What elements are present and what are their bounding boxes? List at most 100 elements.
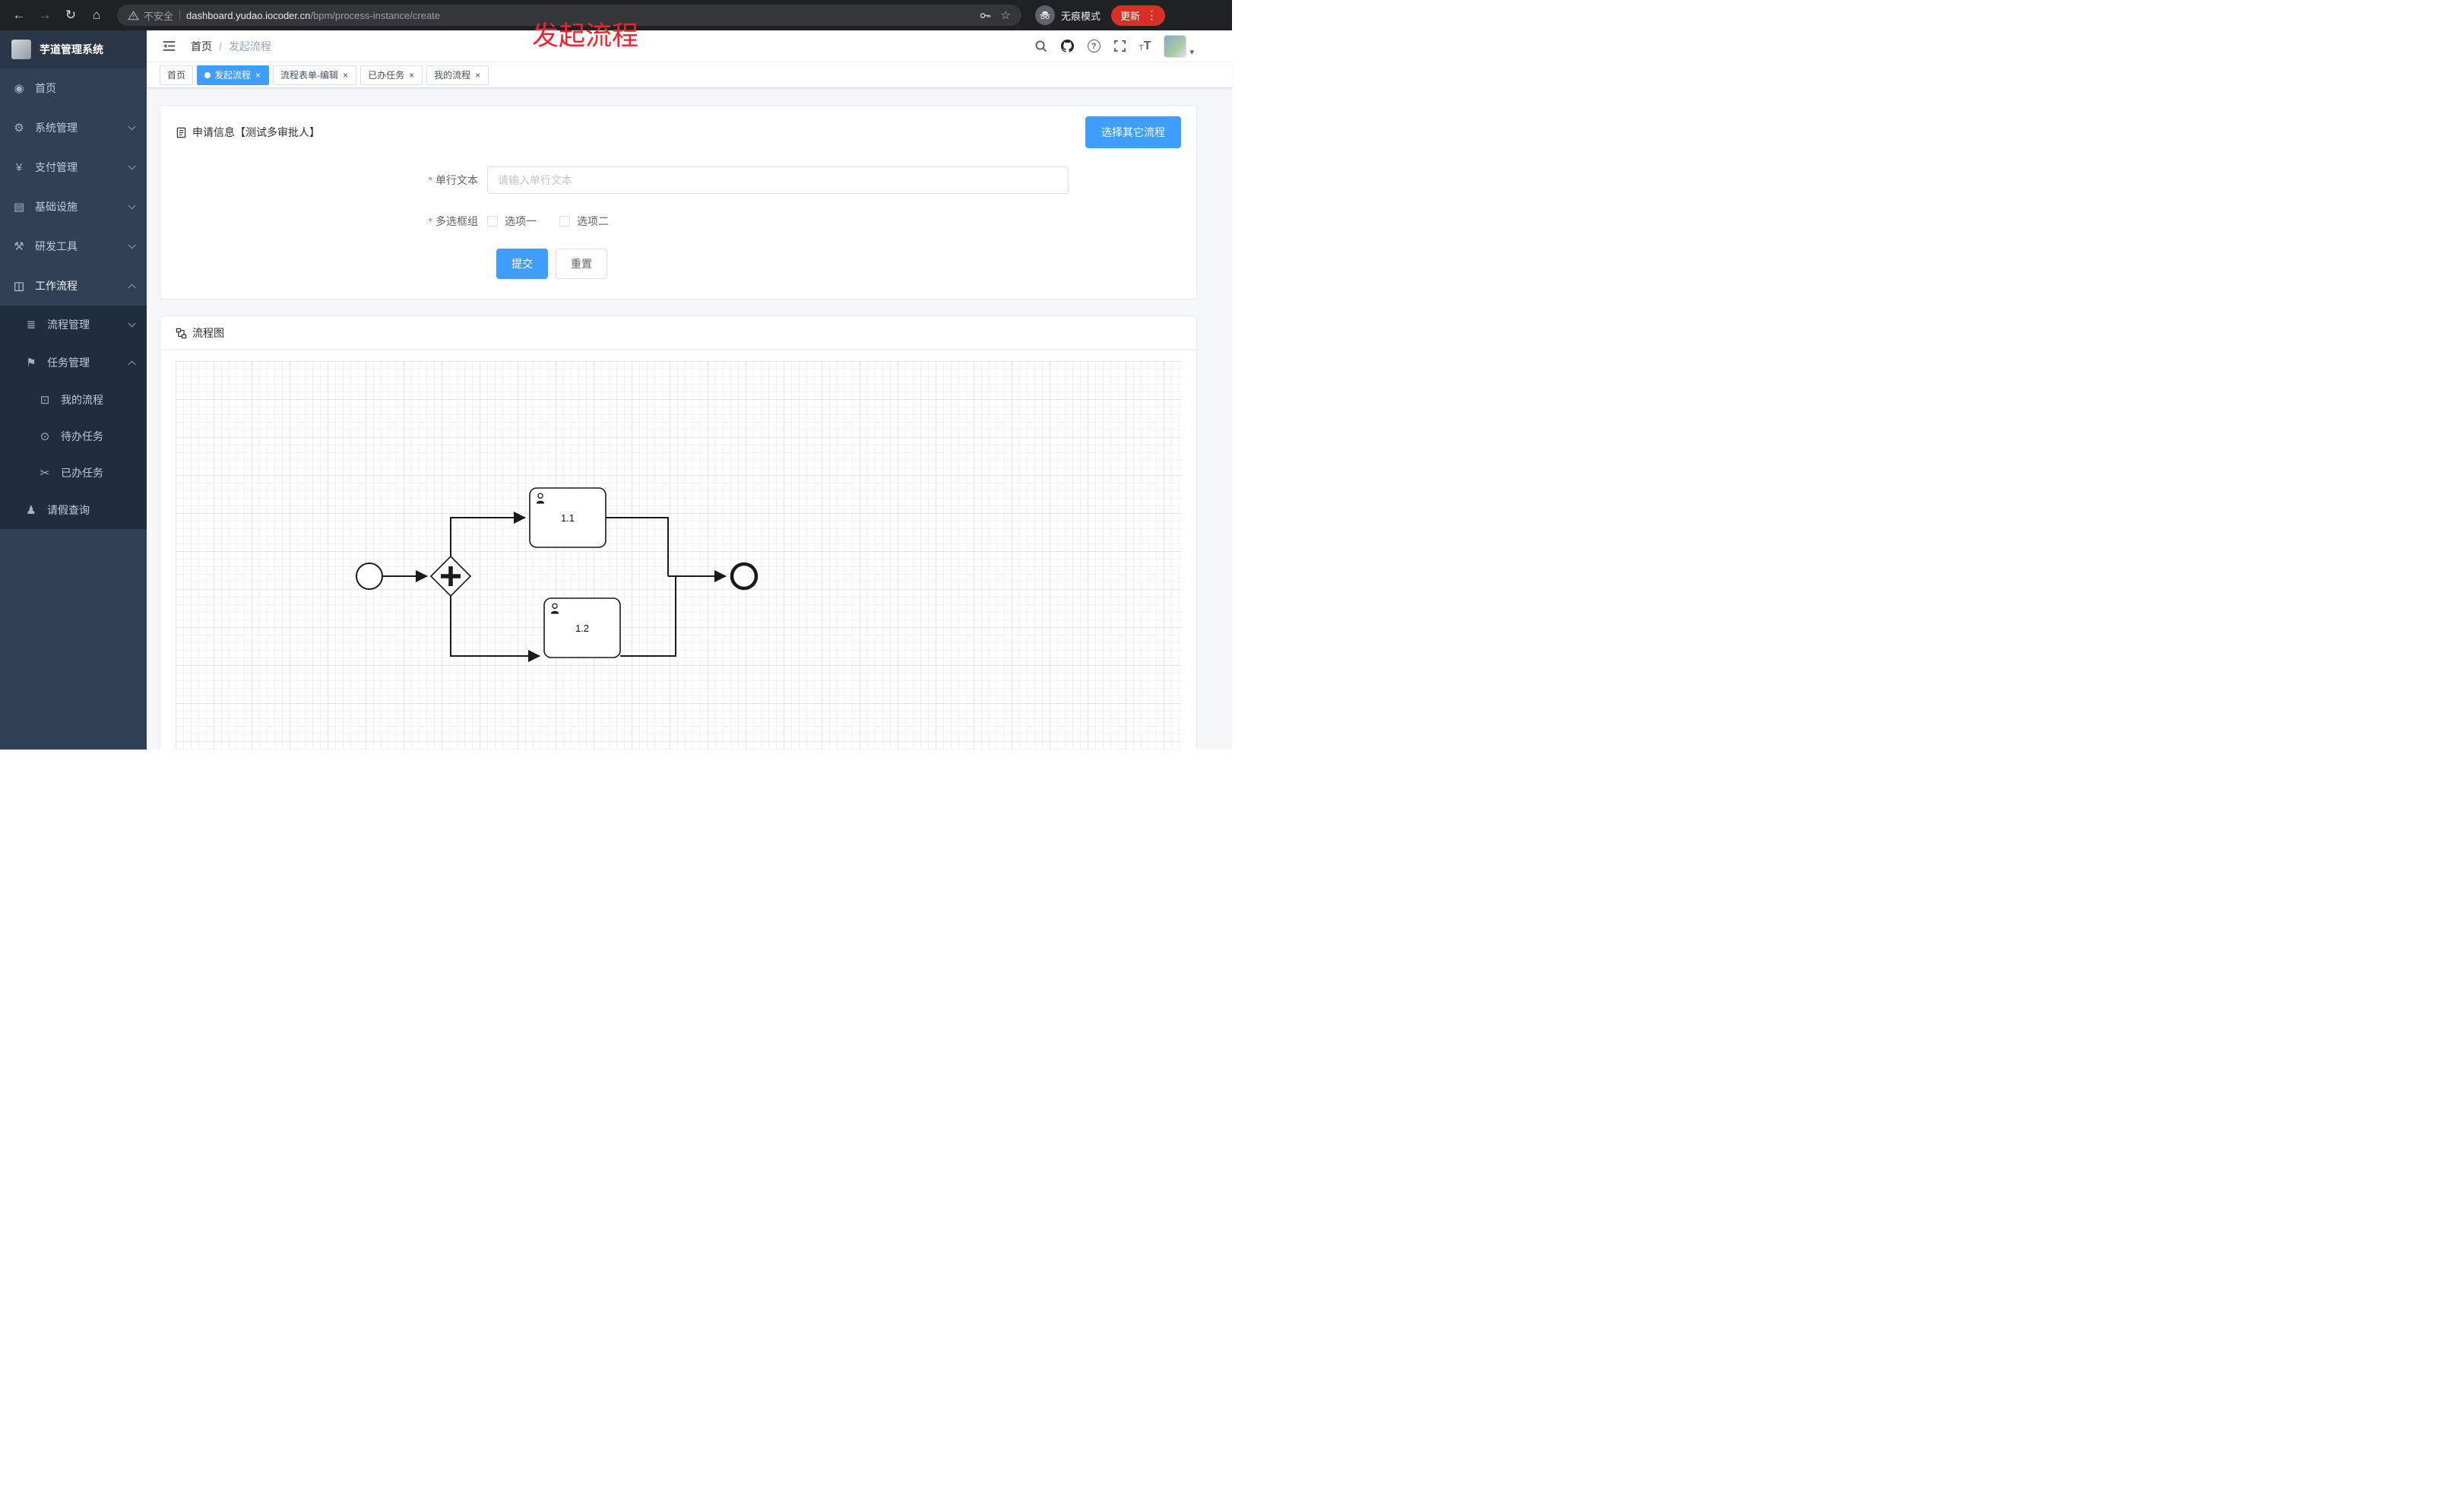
browser-update-button[interactable]: 更新 ⋮ bbox=[1111, 5, 1166, 26]
browser-forward-button[interactable]: → bbox=[38, 8, 52, 22]
bpmn-start-event[interactable] bbox=[356, 563, 383, 590]
close-icon[interactable]: × bbox=[475, 69, 481, 81]
tab-process-form-edit[interactable]: 流程表单-编辑 × bbox=[273, 65, 357, 85]
tab-my-process[interactable]: 我的流程 × bbox=[426, 65, 489, 85]
bpmn-user-task-1[interactable]: 1.1 bbox=[529, 487, 606, 548]
bookmark-star-icon[interactable]: ☆ bbox=[1000, 9, 1011, 22]
sidebar-item-infrastructure[interactable]: ▤ 基础设施 bbox=[0, 187, 147, 227]
checkbox-option-1[interactable]: 选项一 bbox=[487, 214, 537, 229]
close-icon[interactable]: × bbox=[255, 69, 261, 81]
help-icon[interactable]: ? bbox=[1087, 40, 1101, 52]
sidebar-item-label: 基础设施 bbox=[35, 201, 78, 213]
browser-menu-icon[interactable]: ⋮ bbox=[1146, 9, 1158, 22]
gear-icon: ⚙ bbox=[14, 122, 24, 135]
close-icon[interactable]: × bbox=[409, 69, 415, 81]
incognito-label: 无痕模式 bbox=[1061, 10, 1101, 22]
search-icon[interactable] bbox=[1034, 40, 1047, 52]
browser-back-button[interactable]: ← bbox=[12, 8, 26, 22]
workflow-icon: ◫ bbox=[13, 280, 25, 293]
chevron-down-icon bbox=[128, 162, 136, 170]
bpmn-parallel-gateway[interactable] bbox=[429, 555, 472, 597]
sidebar-item-label: 已办任务 bbox=[61, 467, 103, 479]
task-flag-icon: ⚑ bbox=[26, 357, 36, 369]
single-text-input[interactable] bbox=[487, 166, 1069, 194]
field-label-text: 单行文本 bbox=[435, 174, 478, 186]
sidebar-logo[interactable]: 芋道管理系统 bbox=[0, 30, 147, 68]
sidebar-item-todo-tasks[interactable]: ⊙ 待办任务 bbox=[0, 418, 147, 455]
tab-label: 已办任务 bbox=[368, 70, 405, 81]
submit-button[interactable]: 提交 bbox=[496, 249, 548, 279]
tab-initiate-process[interactable]: 发起流程 × bbox=[197, 65, 270, 85]
caret-down-icon: ▾ bbox=[1189, 47, 1194, 57]
chevron-down-icon bbox=[128, 122, 136, 131]
key-icon[interactable] bbox=[979, 9, 992, 22]
checkbox-label[interactable]: 选项一 bbox=[505, 215, 537, 227]
sidebar-item-task-management[interactable]: ⚑ 任务管理 bbox=[0, 344, 147, 382]
task-label: 1.1 bbox=[561, 512, 575, 524]
sidebar-item-home[interactable]: ◉ 首页 bbox=[0, 68, 147, 108]
checkbox-box[interactable] bbox=[487, 216, 498, 227]
reset-button[interactable]: 重置 bbox=[556, 249, 607, 279]
url-text: dashboard.yudao.iocoder.cn/bpm/process-i… bbox=[186, 10, 973, 21]
infrastructure-icon: ▤ bbox=[13, 201, 25, 214]
browser-home-button[interactable]: ⌂ bbox=[92, 8, 101, 22]
checkbox-option-2[interactable]: 选项二 bbox=[559, 214, 609, 229]
tags-view: 首页 发起流程 × 流程表单-编辑 × 已办任务 × 我的流程 × bbox=[147, 62, 1232, 88]
sidebar-item-label: 流程管理 bbox=[47, 318, 90, 331]
security-status[interactable]: 不安全 bbox=[128, 8, 173, 23]
bpmn-diagram: 1.1 1.2 bbox=[356, 487, 759, 662]
bpmn-end-event[interactable] bbox=[730, 562, 759, 591]
checkbox-box[interactable] bbox=[559, 216, 570, 227]
choose-other-process-button[interactable]: 选择其它流程 bbox=[1085, 116, 1181, 148]
tools-icon: ⚒ bbox=[14, 240, 24, 253]
sidebar-item-my-process[interactable]: ⊡ 我的流程 bbox=[0, 382, 147, 418]
chevron-down-icon bbox=[128, 241, 136, 249]
address-bar[interactable]: 不安全 dashboard.yudao.iocoder.cn/bpm/proce… bbox=[117, 5, 1021, 26]
dashboard-icon: ◉ bbox=[14, 82, 24, 95]
sidebar-item-label: 首页 bbox=[35, 82, 56, 94]
sidebar-item-label: 研发工具 bbox=[35, 240, 78, 252]
eye-icon: ⊙ bbox=[40, 430, 50, 443]
sidebar-item-label: 支付管理 bbox=[35, 161, 78, 173]
sidebar: 芋道管理系统 ◉ 首页 ⚙ 系统管理 ¥ 支付管理 ▤ 基础设施 bbox=[0, 30, 147, 750]
breadcrumb-home[interactable]: 首页 bbox=[191, 40, 212, 52]
sidebar-collapse-button[interactable] bbox=[157, 35, 180, 58]
user-task-icon bbox=[550, 603, 559, 614]
bpmn-user-task-2[interactable]: 1.2 bbox=[543, 597, 621, 658]
update-label: 更新 bbox=[1120, 10, 1141, 22]
bpmn-canvas[interactable]: 1.1 1.2 bbox=[176, 361, 1181, 750]
card-title: 流程图 bbox=[192, 327, 224, 339]
page: ← → ↻ ⌂ 不安全 dashboard.yudao.iocoder.cn/b… bbox=[0, 0, 1232, 750]
github-icon[interactable] bbox=[1060, 39, 1075, 53]
tab-label: 首页 bbox=[167, 70, 186, 81]
close-icon[interactable]: × bbox=[343, 69, 349, 81]
checkbox-group: 选项一 选项二 bbox=[487, 214, 609, 229]
sidebar-item-devtools[interactable]: ⚒ 研发工具 bbox=[0, 227, 147, 266]
browser-refresh-button[interactable]: ↻ bbox=[65, 8, 77, 22]
sidebar-item-workflow[interactable]: ◫ 工作流程 bbox=[0, 266, 147, 306]
required-marker: * bbox=[428, 174, 432, 186]
sidebar-item-payment[interactable]: ¥ 支付管理 bbox=[0, 147, 147, 187]
logo-image bbox=[11, 39, 32, 60]
tab-done-tasks[interactable]: 已办任务 × bbox=[360, 65, 423, 85]
checkbox-label[interactable]: 选项二 bbox=[577, 215, 609, 227]
sidebar-item-label: 待办任务 bbox=[61, 430, 103, 442]
tab-home[interactable]: 首页 bbox=[160, 65, 194, 85]
browser-toolbar: ← → ↻ ⌂ 不安全 dashboard.yudao.iocoder.cn/b… bbox=[0, 0, 1232, 30]
avatar[interactable] bbox=[1164, 34, 1187, 58]
sidebar-item-process-management[interactable]: ≣ 流程管理 bbox=[0, 306, 147, 344]
sidebar-item-label: 工作流程 bbox=[35, 280, 78, 292]
sidebar-item-system[interactable]: ⚙ 系统管理 bbox=[0, 108, 147, 147]
user-menu[interactable]: ▾ bbox=[1164, 34, 1194, 58]
process-diagram-card: 流程图 bbox=[160, 315, 1197, 750]
user-task-icon bbox=[536, 493, 545, 504]
sidebar-item-leave-query[interactable]: ♟ 请假查询 bbox=[0, 491, 147, 529]
chevron-down-icon bbox=[128, 201, 136, 210]
fullscreen-icon[interactable] bbox=[1113, 40, 1126, 52]
card-title: 申请信息【测试多审批人】 bbox=[192, 126, 320, 138]
sidebar-item-done-tasks[interactable]: ✂ 已办任务 bbox=[0, 455, 147, 491]
field-label-text: 多选框组 bbox=[435, 215, 478, 227]
incognito-badge: 无痕模式 bbox=[1035, 5, 1101, 25]
tab-label: 发起流程 bbox=[214, 70, 252, 81]
